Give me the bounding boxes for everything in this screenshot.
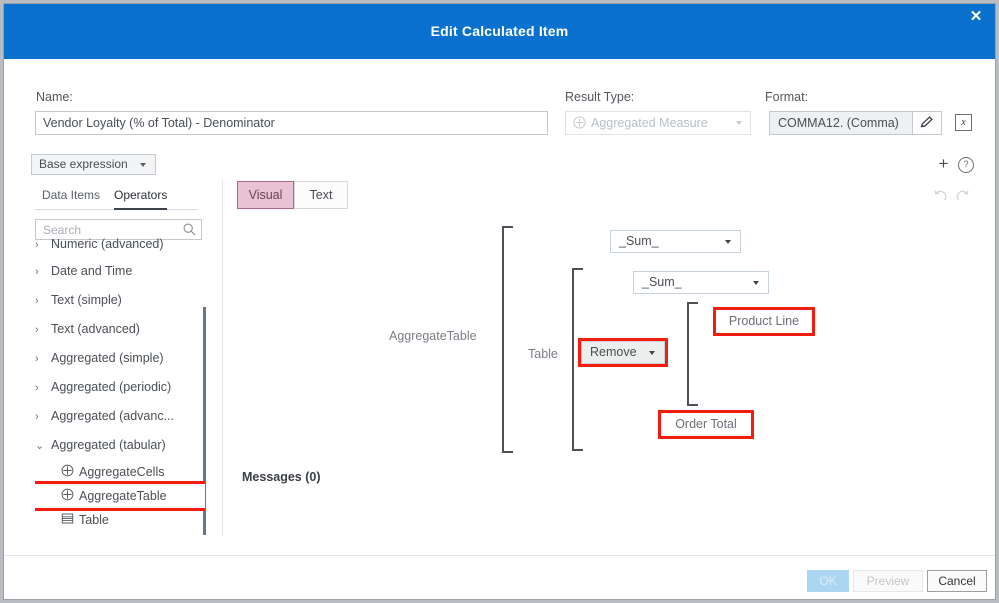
chevron-down-icon [140,163,146,167]
undo-icon[interactable] [932,188,948,204]
result-type-select[interactable]: Aggregated Measure [565,111,751,135]
preview-button[interactable]: Preview [853,570,923,592]
panel-divider [222,180,223,536]
tree-node-label: Aggregated (periodic) [51,380,172,394]
close-icon[interactable]: ✕ [969,8,983,25]
aggregated-measure-icon [573,116,586,129]
search-icon[interactable] [183,223,196,236]
base-expression-select[interactable]: Base expression [31,154,156,175]
chevron-right-icon: › [35,382,39,394]
dimension-bracket-open [687,302,698,406]
expression-table-label: Table [528,347,558,361]
aggregate-icon [61,485,79,509]
search-field[interactable] [35,219,202,240]
messages-label: Messages (0) [242,470,321,484]
tree-node-label: AggregateCells [79,465,165,479]
dialog-title: Edit Calculated Item [430,23,569,39]
x-expression-icon[interactable]: x [955,114,972,131]
tab-operators[interactable]: Operators [114,185,168,210]
tab-visual[interactable]: Visual [237,181,294,209]
expression-canvas: AggregateTable _Sum_ Table _Sum_ Remove … [229,214,995,454]
chevron-down-icon [736,121,742,125]
left-panel-tabs: Data Items Operators [35,185,198,210]
tree-node-label: Text (advanced) [51,322,140,336]
result-type-label: Result Type: [565,90,635,104]
tree-node-label: Date and Time [51,264,133,278]
tree-node-label: Table [79,513,109,527]
remove-operator-select[interactable]: Remove [581,341,665,364]
cancel-button[interactable]: Cancel [927,570,987,592]
redo-icon[interactable] [955,188,971,204]
tree-item-table[interactable]: Table [35,508,205,532]
result-type-value: Aggregated Measure [591,116,708,130]
chevron-down-icon [649,351,655,355]
chevron-right-icon: › [35,411,39,423]
format-value: COMMA12. (Comma) [778,116,899,130]
operators-tree-scrollbar[interactable] [203,307,206,535]
chevron-right-icon: › [35,295,39,307]
dimension-token[interactable]: Product Line [716,310,812,333]
chevron-right-icon: › [35,353,39,365]
base-expression-label: Base expression [39,157,128,171]
tree-node-label: Text (simple) [51,293,122,307]
operators-tree[interactable]: › Numeric (advanced) › Date and Time › Text… [35,237,205,534]
outer-aggregation-select[interactable]: _Sum_ [610,230,741,253]
edit-calculated-item-dialog: Edit Calculated Item ✕ Name: Result Type… [3,3,996,600]
table-bracket-open [572,268,583,451]
tree-node-label: AggregateTable [79,489,167,503]
help-icon[interactable]: ? [958,157,974,173]
plus-icon[interactable]: + [938,154,949,173]
outer-aggregation-value: _Sum_ [619,234,659,248]
inner-aggregation-select[interactable]: _Sum_ [633,271,769,294]
tree-node-label: Aggregated (advanc... [51,409,174,423]
remove-operator-value: Remove [590,345,637,359]
expression-root-label: AggregateTable [389,329,477,343]
measure-token[interactable]: Order Total [661,413,751,436]
chevron-right-icon: › [35,239,39,251]
tree-node-label: Aggregated (simple) [51,351,164,365]
inner-aggregation-value: _Sum_ [642,275,682,289]
chevron-down-icon: ⌄ [35,440,45,452]
tree-node-label: Numeric (advanced) [51,237,164,251]
search-input[interactable] [36,220,178,239]
tree-group-aggregated-tabular[interactable]: ⌄ Aggregated (tabular) [35,431,205,460]
chevron-right-icon: › [35,324,39,336]
tab-text[interactable]: Text [294,181,348,209]
name-input[interactable] [35,111,548,135]
tree-group-numeric-advanced[interactable]: › Numeric (advanced) [35,237,205,257]
format-label: Format: [765,90,809,104]
tree-group-aggregated-advanced[interactable]: › Aggregated (advanc... [35,402,205,431]
aggregate-icon [61,461,79,485]
footer-separator [4,555,995,556]
ok-button[interactable]: OK [807,570,849,592]
tree-group-text-advanced[interactable]: › Text (advanced) [35,315,205,344]
pencil-icon[interactable] [912,112,941,134]
tree-group-aggregated-periodic[interactable]: › Aggregated (periodic) [35,373,205,402]
chevron-down-icon [725,240,731,244]
tree-group-aggregated-simple[interactable]: › Aggregated (simple) [35,344,205,373]
tree-group-date-and-time[interactable]: › Date and Time [35,257,205,286]
tab-data-items[interactable]: Data Items [42,188,101,202]
table-icon [61,509,79,533]
chevron-right-icon: › [35,266,39,278]
tree-item-aggregatetable[interactable]: AggregateTable [35,484,205,508]
tree-item-aggregatecells[interactable]: AggregateCells [35,460,205,484]
chevron-down-icon [753,281,759,285]
format-field[interactable]: COMMA12. (Comma) [769,111,942,135]
outer-bracket-open [502,226,513,453]
tree-node-label: Aggregated (tabular) [51,438,166,452]
name-label: Name: [36,90,73,104]
tree-group-text-simple[interactable]: › Text (simple) [35,286,205,315]
dialog-titlebar: Edit Calculated Item ✕ [4,4,995,59]
